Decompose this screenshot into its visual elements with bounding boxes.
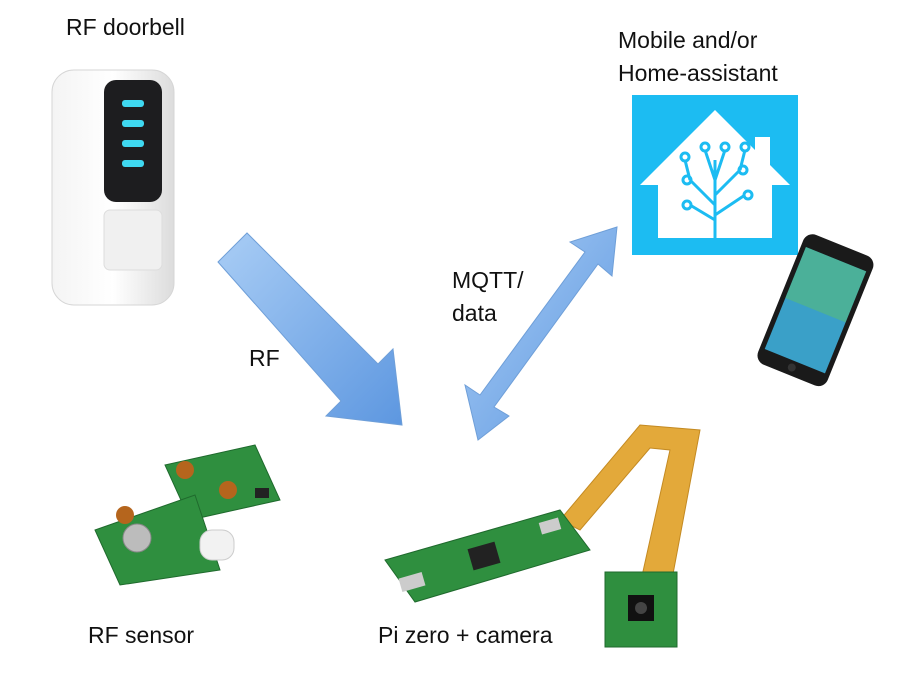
- rf-sensor-image: [94, 444, 281, 586]
- rf-doorbell-label: RF doorbell: [66, 14, 185, 40]
- pi-zero-camera-image: [384, 424, 701, 648]
- rf-doorbell-image: [51, 69, 175, 306]
- rf-arrow: [217, 232, 403, 426]
- pi-zero-label: Pi zero + camera: [378, 622, 553, 648]
- home-assistant-logo: [632, 95, 798, 255]
- mobile-label-line1: Mobile and/or: [618, 27, 758, 53]
- rf-label: RF: [249, 345, 280, 371]
- mqtt-label-line1: MQTT/: [452, 267, 524, 293]
- mqtt-label-line2: data: [452, 300, 497, 326]
- smartphone-image: [757, 234, 874, 387]
- rf-sensor-label: RF sensor: [88, 622, 195, 648]
- mobile-label-line2: Home-assistant: [618, 60, 778, 86]
- mqtt-double-arrow: [464, 226, 618, 441]
